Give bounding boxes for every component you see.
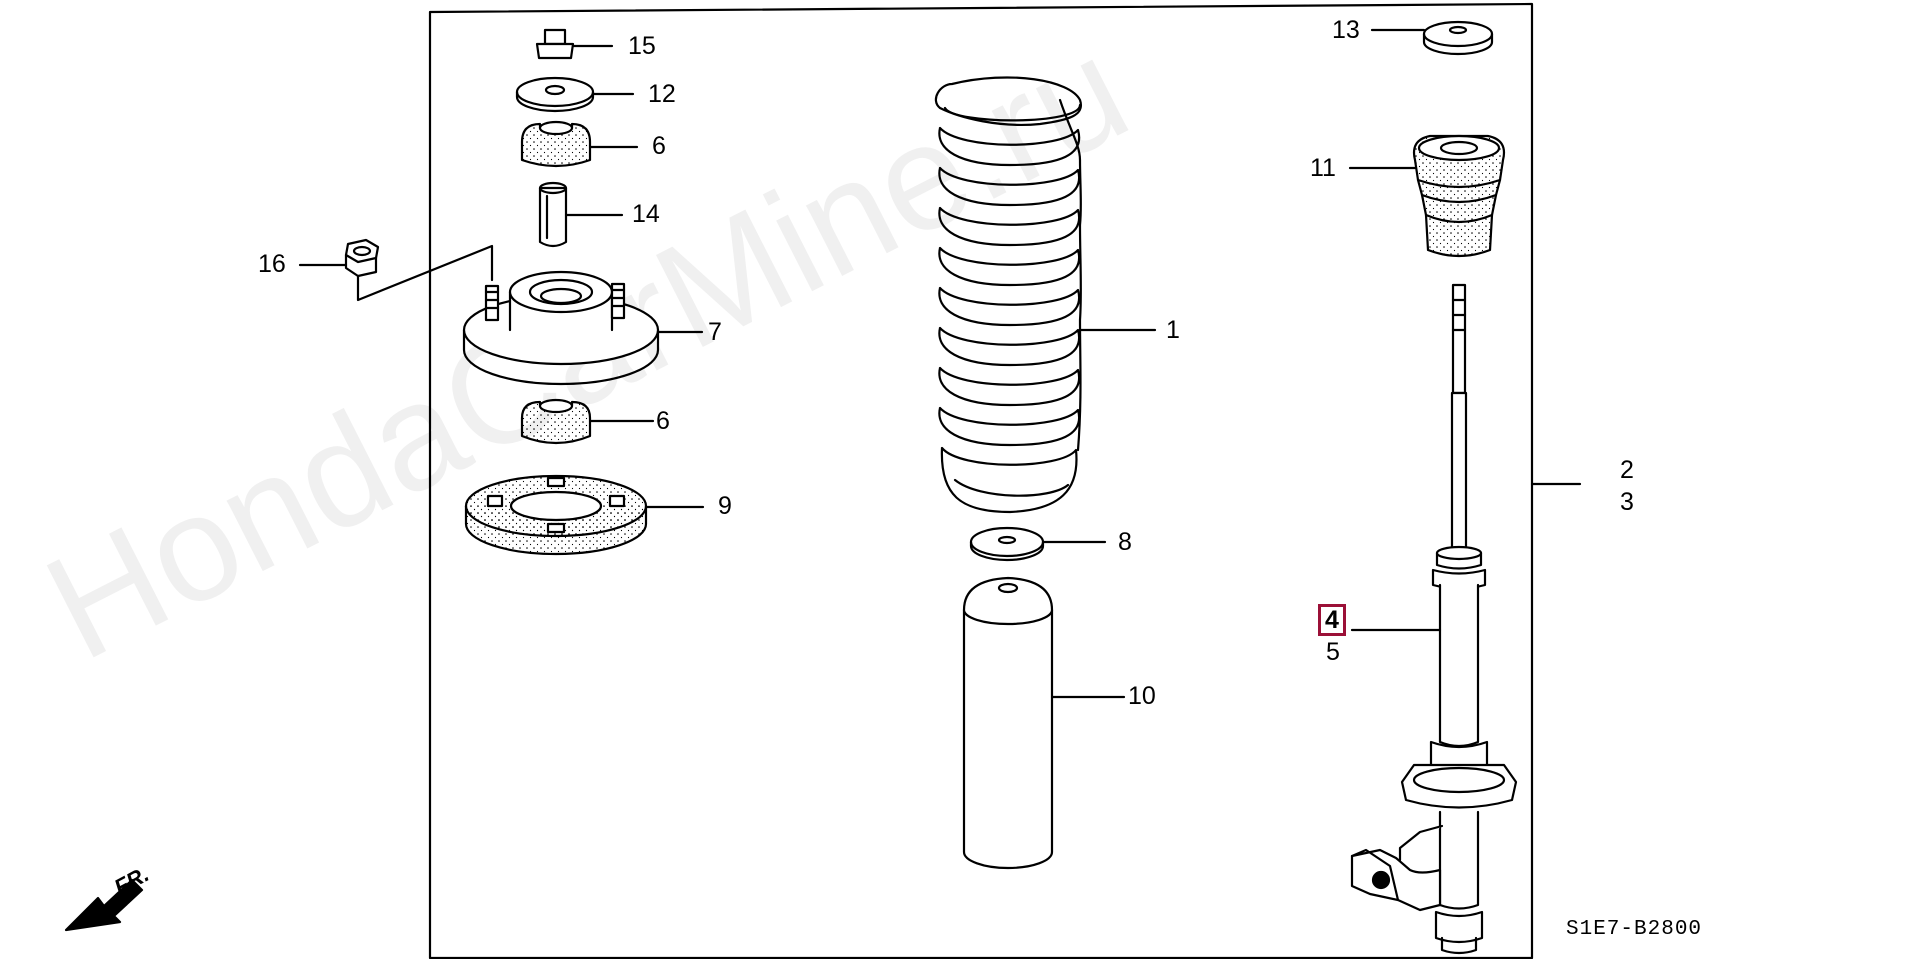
callout-4-highlighted[interactable]: 4 <box>1318 604 1346 636</box>
part-10-dust-boot <box>962 576 1126 870</box>
callout-10: 10 <box>1128 682 1156 710</box>
part-1-coil-spring <box>934 76 1157 514</box>
part-7-strut-mount <box>462 270 704 386</box>
part-14-collar <box>538 181 624 248</box>
callout-6-lower: 6 <box>656 407 670 435</box>
front-arrow-icon <box>64 878 144 932</box>
callout-13: 13 <box>1332 16 1360 44</box>
callout-2: 2 <box>1620 456 1634 484</box>
part-16-nut <box>298 238 494 302</box>
part-13-washer <box>1370 20 1494 56</box>
part-15-nut <box>535 28 614 60</box>
callout-8: 8 <box>1118 528 1132 556</box>
diagram-code: S1E7-B2800 <box>1566 918 1703 941</box>
callout-5: 5 <box>1326 638 1340 666</box>
callout-3: 3 <box>1620 488 1634 516</box>
callout-6-upper: 6 <box>652 132 666 160</box>
diagram-frame <box>428 2 1534 959</box>
part-9-spring-seat <box>464 474 705 556</box>
callout-15: 15 <box>628 32 656 60</box>
part-12-washer <box>515 76 635 113</box>
part-6-lower-bushing <box>520 398 655 445</box>
callout-12: 12 <box>648 80 676 108</box>
callout-7: 7 <box>708 318 722 346</box>
part-11-bump-stop <box>1348 134 1506 258</box>
callout-1: 1 <box>1166 316 1180 344</box>
callout-16: 16 <box>258 250 286 278</box>
callout-14: 14 <box>632 200 660 228</box>
callout-9: 9 <box>718 492 732 520</box>
part-8-washer <box>969 526 1107 562</box>
part-2-3-shock-absorber <box>1350 283 1582 955</box>
part-6-upper-bushing <box>520 120 639 168</box>
callout-11: 11 <box>1310 154 1336 182</box>
